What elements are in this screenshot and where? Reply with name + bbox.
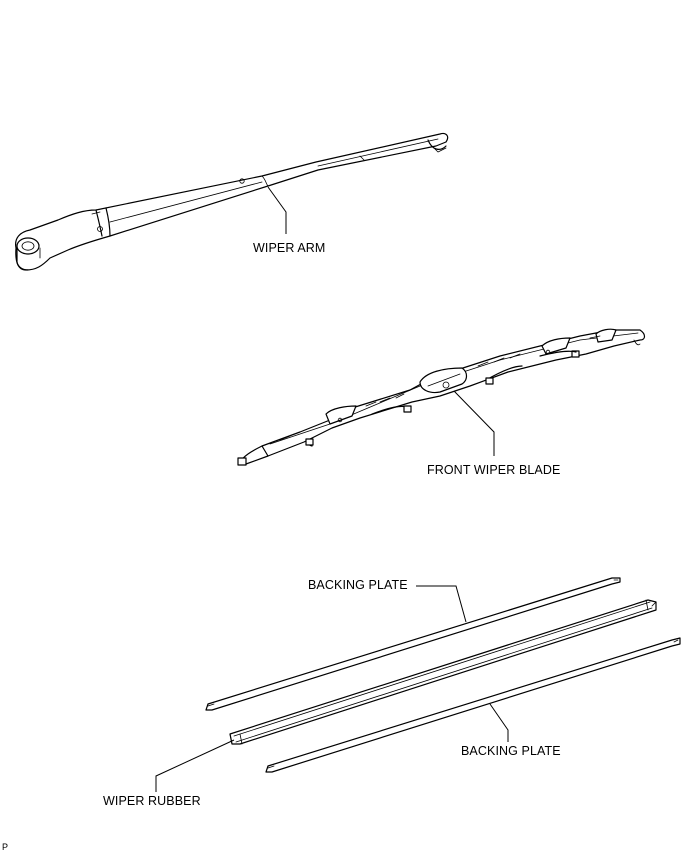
front-wiper-blade-leader (453, 390, 495, 456)
front-wiper-blade-illustration (237, 328, 646, 466)
front-wiper-blade-label: FRONT WIPER BLADE (427, 463, 561, 477)
wiper-rubber-illustration (229, 599, 657, 745)
backing-plate-upper-leader (416, 585, 467, 623)
backing-plate-lower-label: BACKING PLATE (461, 744, 561, 758)
wiper-arm-label: WIPER ARM (253, 241, 326, 255)
backing-plate-lower-leader (489, 703, 509, 742)
wiper-arm-leader (267, 186, 287, 234)
figure-code: P (2, 842, 9, 852)
wiper-rubber-leader (155, 739, 235, 792)
backing-plate-upper-label: BACKING PLATE (308, 578, 408, 592)
backing-plate-lower-illustration (265, 637, 681, 773)
wiper-arm-illustration (15, 132, 449, 271)
backing-plate-upper-illustration (205, 577, 621, 711)
wiper-rubber-label: WIPER RUBBER (103, 794, 201, 808)
